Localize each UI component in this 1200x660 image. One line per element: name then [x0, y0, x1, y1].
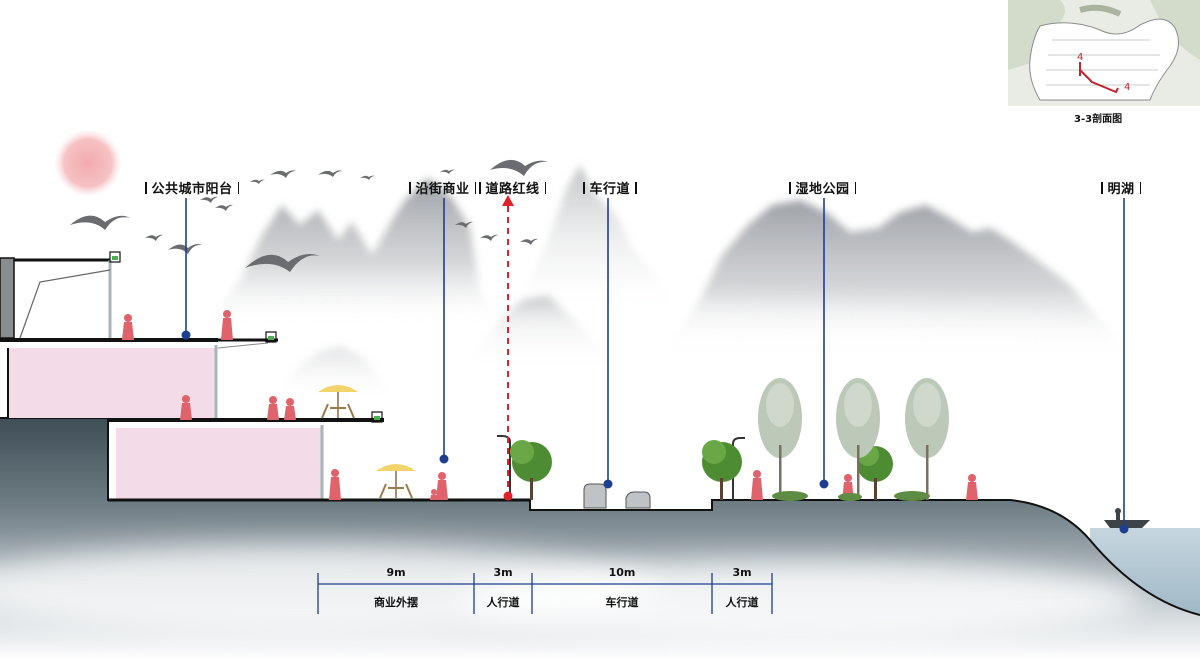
label-public-terrace: 公共城市阳台: [140, 178, 244, 197]
street-trees: [510, 378, 949, 501]
key-map: [1008, 0, 1200, 106]
key-map-title: 3-3剖面图: [1074, 114, 1123, 125]
dim-width-4: 3m: [732, 566, 752, 579]
commercial-building: [0, 251, 530, 502]
label-wetland-park: 湿地公园: [784, 178, 861, 197]
pedestrians: [122, 310, 978, 500]
dim-width-1: 9m: [386, 566, 406, 579]
label-leaders: [185, 198, 1125, 528]
dim-width-3: 10m: [608, 566, 636, 579]
label-street-shops: 沿街商业: [404, 178, 481, 197]
dim-name-1: 商业外摆: [374, 596, 418, 609]
key-map-marker-a: 4: [1077, 52, 1084, 63]
sun-icon: [54, 129, 122, 197]
boat-icon: [1104, 520, 1150, 528]
outdoor-seating: [318, 385, 416, 499]
label-road-red-line: 道路红线: [474, 178, 551, 197]
key-map-marker-b: 4: [1124, 82, 1131, 93]
dim-name-2: 人行道: [486, 596, 520, 609]
bird-flock: [70, 159, 548, 272]
dim-name-4: 人行道: [725, 596, 759, 609]
dimension-lines: [317, 573, 773, 614]
vehicles: [583, 483, 651, 509]
label-driveway: 车行道: [578, 178, 642, 197]
dim-name-3: 车行道: [605, 596, 639, 609]
label-ming-lake: 明湖: [1096, 178, 1146, 197]
dim-width-2: 3m: [493, 566, 513, 579]
lake-water: [1090, 528, 1200, 615]
